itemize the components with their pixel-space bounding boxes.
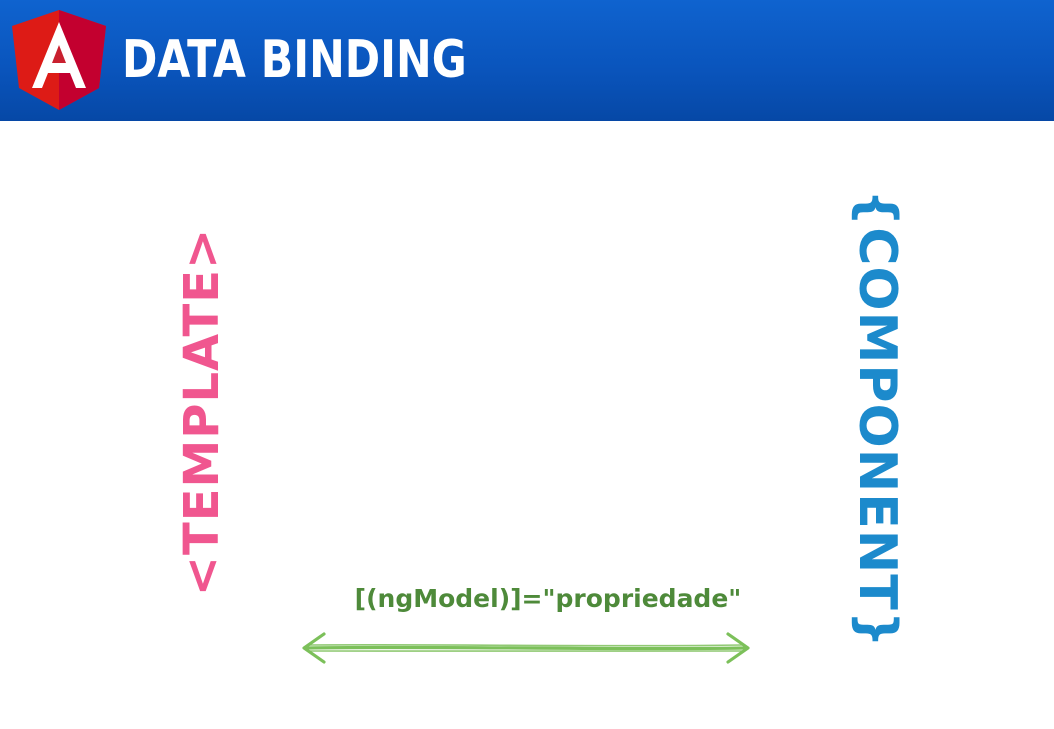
page-title: DATA BINDING [122, 30, 467, 90]
two-way-binding-syntax: [(ngModel)]="propriedade" [354, 584, 742, 613]
component-label: {COMPONENT} [847, 189, 907, 649]
template-label: <TEMPLATE> [174, 227, 230, 597]
angular-logo-icon [12, 10, 106, 110]
header-bar: DATA BINDING [0, 0, 1054, 121]
double-headed-arrow-icon [302, 632, 750, 664]
